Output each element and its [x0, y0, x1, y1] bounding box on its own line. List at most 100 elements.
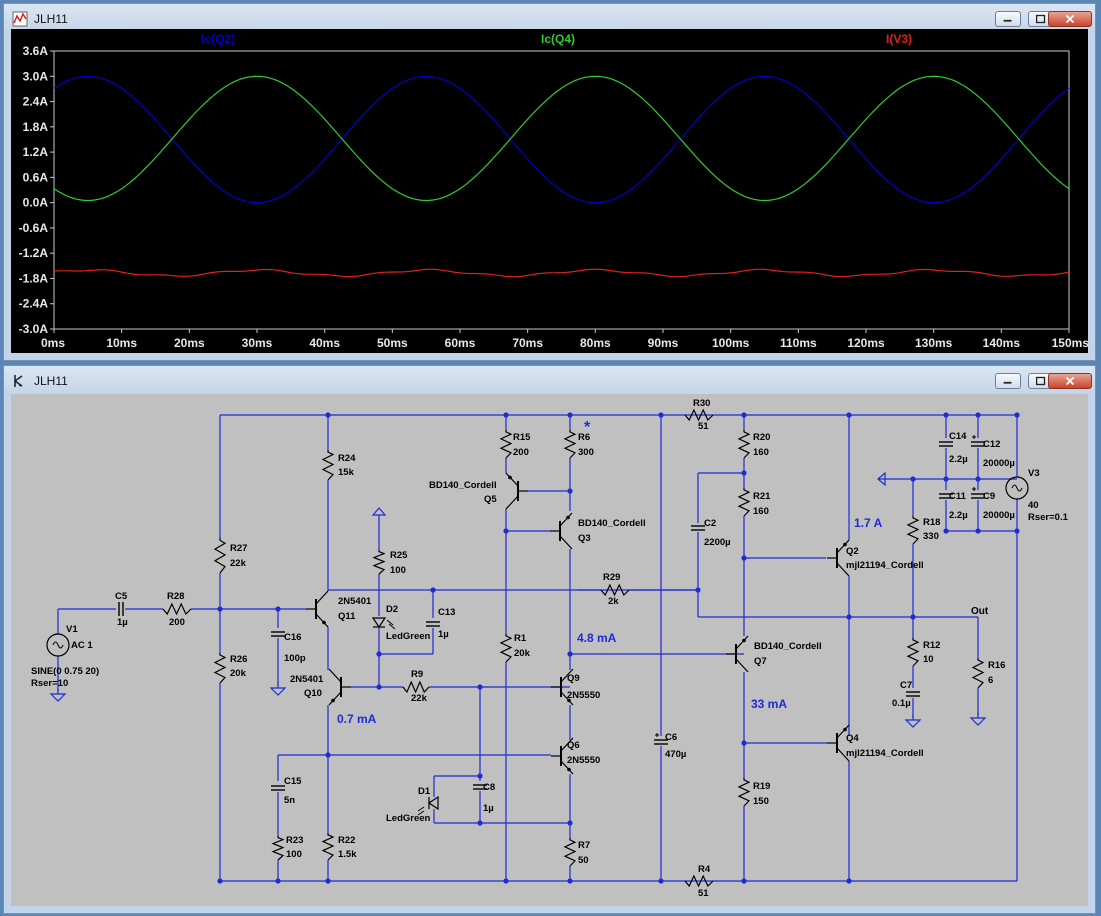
component-label: 1µ [438, 629, 449, 640]
y-tick-label: -3.0A [19, 322, 49, 336]
resistor-R20[interactable] [737, 430, 751, 459]
capacitor-C13[interactable] [426, 621, 440, 627]
resistor-R16[interactable] [971, 658, 985, 689]
resistor-R24[interactable] [321, 450, 335, 481]
capacitor-C8[interactable] [473, 784, 487, 790]
x-tick-label: 0ms [41, 336, 65, 350]
current-annotation: 0.7 mA [337, 712, 377, 726]
resistor-R27[interactable] [213, 538, 227, 574]
capacitor-C6[interactable] [654, 733, 668, 745]
trace-label[interactable]: Ic(Q2) [201, 32, 235, 46]
component-label: C6 [665, 732, 677, 743]
component-label: R24 [338, 453, 356, 464]
resistor-R18[interactable] [906, 516, 920, 545]
trace-Ic(Q4)[interactable] [53, 75, 1070, 202]
component-label: R12 [923, 640, 940, 651]
x-tick-label: 70ms [512, 336, 543, 350]
component-label: R9 [411, 669, 423, 680]
voltage-source-V1[interactable] [46, 633, 70, 657]
resistor-R1[interactable] [499, 634, 513, 663]
minimize-button[interactable] [995, 373, 1021, 389]
component-label: R25 [390, 550, 408, 561]
junction [741, 740, 747, 746]
transistor-Q10[interactable] [328, 668, 351, 706]
trace-label[interactable]: Ic(Q4) [541, 32, 575, 46]
resistor-R28[interactable] [162, 602, 192, 616]
transistor-Q7[interactable] [726, 635, 749, 673]
capacitor-C7[interactable] [906, 691, 920, 697]
resistor-R6[interactable] [563, 430, 577, 459]
resistor-R9[interactable] [402, 680, 430, 694]
ground-symbol [269, 682, 287, 696]
junction [477, 773, 483, 779]
y-tick-label: -1.2A [19, 246, 49, 260]
component-label: 20k [514, 648, 531, 659]
schematic-canvas[interactable]: R3051R15200R6300R2415kR20160R21160C142.2… [11, 394, 1090, 908]
resistor-R23[interactable] [271, 836, 285, 861]
transistor-Q6[interactable] [551, 737, 574, 775]
trace-label[interactable]: I(V3) [886, 32, 912, 46]
minimize-button[interactable] [995, 11, 1021, 27]
capacitor-C11[interactable] [939, 493, 953, 499]
component-label: 0.1µ [892, 698, 911, 709]
y-tick-label: 1.8A [23, 120, 49, 134]
transistor-Q11[interactable] [306, 590, 329, 628]
junction [975, 476, 981, 482]
maximize-button[interactable] [1028, 373, 1054, 389]
capacitor-C14[interactable] [939, 441, 953, 447]
transistor-Q5[interactable] [505, 472, 528, 510]
resistor-R29[interactable] [600, 583, 630, 597]
capacitor-C9[interactable] [971, 487, 985, 499]
y-tick-label: 2.4A [23, 95, 49, 109]
junction [503, 878, 509, 884]
x-tick-label: 130ms [915, 336, 953, 350]
schematic-window-titlebar[interactable]: JLH11 [4, 366, 1095, 396]
resistor-R22[interactable] [321, 833, 335, 861]
capacitor-C12[interactable] [971, 435, 985, 447]
x-tick-label: 30ms [242, 336, 273, 350]
transistor-Q2[interactable] [827, 539, 850, 577]
capacitor-C2[interactable] [691, 525, 705, 531]
close-button[interactable] [1048, 11, 1092, 27]
component-label: Q7 [754, 656, 767, 667]
component-label: 6 [988, 675, 993, 686]
component-label: 160 [753, 447, 769, 458]
capacitor-C15[interactable] [271, 785, 285, 791]
waveform-plot[interactable]: 3.6A3.0A2.4A1.8A1.2A0.6A0.0A-0.6A-1.2A-1… [11, 29, 1090, 355]
resistor-R25[interactable] [372, 550, 386, 575]
maximize-button[interactable] [1028, 11, 1054, 27]
transistor-Q9[interactable] [551, 668, 574, 706]
led-D1[interactable] [417, 795, 439, 816]
y-tick-label: -2.4A [19, 297, 49, 311]
resistor-R21[interactable] [737, 488, 751, 517]
voltage-source-V3[interactable] [1005, 476, 1029, 500]
trace-I(V3)[interactable] [53, 268, 1070, 278]
resistor-R12[interactable] [906, 638, 920, 667]
resistor-R7[interactable] [563, 838, 577, 867]
component-label: mjl21194_Cordell [846, 748, 924, 759]
resistor-R4[interactable] [684, 874, 714, 888]
x-tick-label: 50ms [377, 336, 408, 350]
capacitor-C16[interactable] [271, 631, 285, 637]
led-D2[interactable] [371, 617, 396, 630]
x-tick-label: 40ms [309, 336, 340, 350]
component-label: 1µ [117, 617, 128, 628]
component-label: 40 [1028, 500, 1039, 511]
capacitor-C5[interactable] [118, 602, 124, 616]
junction [741, 878, 747, 884]
component-label: 2200µ [704, 537, 731, 548]
component-label: R19 [753, 781, 770, 792]
transistor-Q4[interactable] [827, 724, 850, 762]
plot-frame [53, 50, 1070, 330]
resistor-R26[interactable] [213, 653, 227, 684]
junction [567, 820, 573, 826]
transistor-Q3[interactable] [550, 512, 573, 550]
component-label: C9 [983, 491, 995, 502]
resistor-R19[interactable] [737, 778, 751, 807]
trace-Ic(Q2)[interactable] [53, 75, 1070, 204]
resistor-R30[interactable] [684, 408, 714, 422]
close-button[interactable] [1048, 373, 1092, 389]
resistor-R15[interactable] [499, 430, 513, 459]
